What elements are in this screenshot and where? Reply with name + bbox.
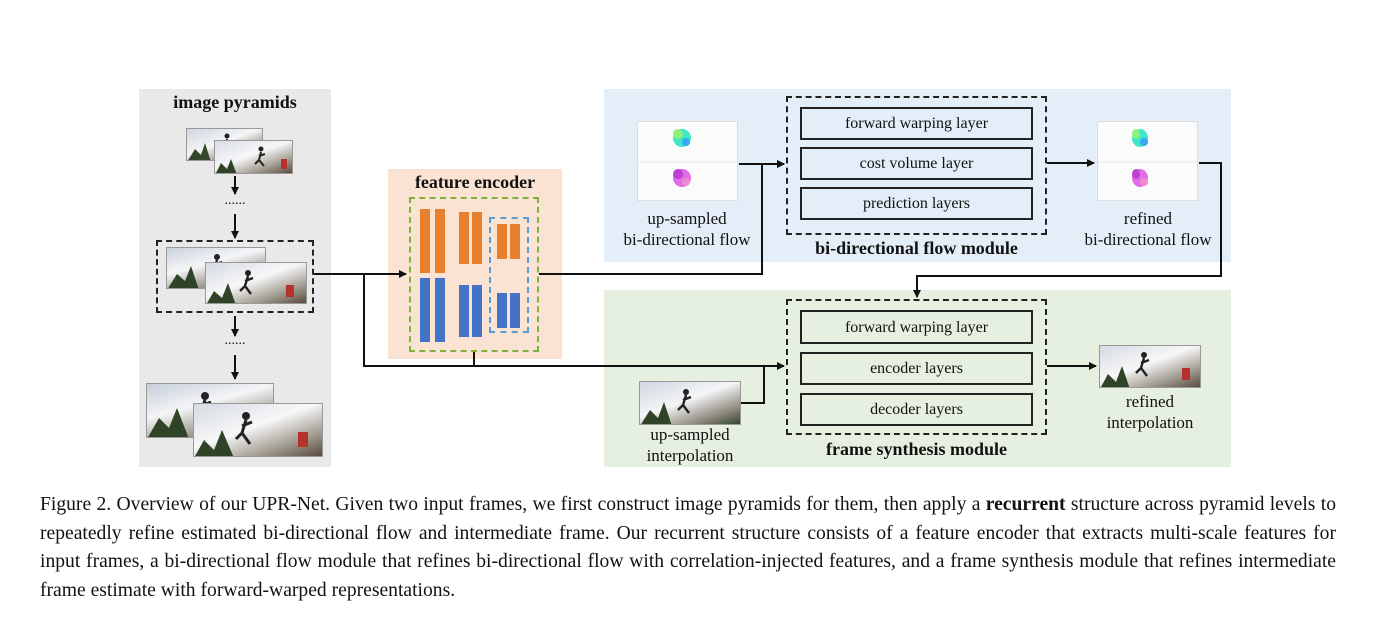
skater-figure-icon [641,389,692,424]
skater-figure-icon [216,146,287,173]
flow-module-title: bi-directional flow module [815,238,1018,258]
synthesis-module-dashed-box [786,299,1047,435]
flow-output-label-2: bi-directional flow [1084,230,1212,249]
encoder-to-flow-arrow [539,160,785,275]
synthesis-output-label-2: interpolation [1106,413,1194,432]
pyramid-level-mid-frame-b [205,262,307,304]
encoder-green-dashed-box [409,197,539,352]
feature-bar-orange-6 [510,224,520,259]
feature-bar-orange-3 [459,212,469,264]
synthesis-input-label-1: up-sampled [650,425,730,444]
flow-to-synthesis-arrow [913,162,1222,298]
interp-to-synthesis-line [741,366,765,404]
flow-input-label-1: up-sampled [647,209,727,228]
current-level-dashed-box [156,240,314,313]
pyramid-dots-lower: ...... [224,333,246,348]
optical-flow-icon [1098,129,1197,187]
figure-caption: Figure 2. Overview of our UPR-Net. Given… [40,491,1336,605]
synthesis-module-title: frame synthesis module [826,439,1007,459]
pyramid-to-synthesis-arrow [363,274,785,370]
feature-bar-blue-5 [497,293,507,328]
flow-module-dashed-box [786,96,1047,235]
flow-layer-prediction: prediction layers [800,187,1033,220]
encoder-title: feature encoder [414,172,536,192]
flow-layer-forward-warping: forward warping layer [800,107,1033,140]
skater-figure-icon [1101,352,1190,387]
feature-bar-orange-1 [420,209,430,273]
pyramid-title: image pyramids [173,92,297,112]
feature-bar-orange-4 [472,212,482,264]
caption-part1: Figure 2. Overview of our UPR-Net. Given… [40,494,986,515]
synthesis-layer-encoder: encoder layers [800,352,1033,385]
refined-interpolation-image [1099,345,1201,388]
pyramid-level-large-frame-b [193,403,323,457]
skater-figure-icon [195,412,308,456]
pyramid-dots-upper: ...... [224,193,246,208]
flow-output-label-1: refined [1123,209,1173,228]
refined-flow-image [1097,121,1198,201]
encoder-inner-blue-dashed-box [489,217,529,333]
synthesis-layer-decoder: decoder layers [800,393,1033,426]
flow-input-label-2: bi-directional flow [623,230,751,249]
upsampled-interpolation-image [639,381,741,425]
caption-part2: structure across pyramid levels to repea… [40,494,1336,601]
pyramid-level-small-frame-b [214,140,293,174]
feature-bar-blue-1 [420,278,430,342]
skater-figure-icon [207,270,294,303]
feature-bar-orange-5 [497,224,507,259]
feature-bar-blue-6 [510,293,520,328]
caption-bold: recurrent [985,494,1066,515]
feature-bar-orange-2 [435,209,445,273]
feature-bar-blue-4 [472,285,482,337]
flow-layer-cost-volume: cost volume layer [800,147,1033,180]
optical-flow-icon [638,129,737,187]
synthesis-layer-forward-warping: forward warping layer [800,310,1033,344]
upsampled-flow-image [637,121,738,201]
feature-bar-blue-3 [459,285,469,337]
feature-bar-blue-2 [435,278,445,342]
synthesis-output-label-1: refined [1125,392,1175,411]
synthesis-input-label-2: interpolation [646,446,734,465]
